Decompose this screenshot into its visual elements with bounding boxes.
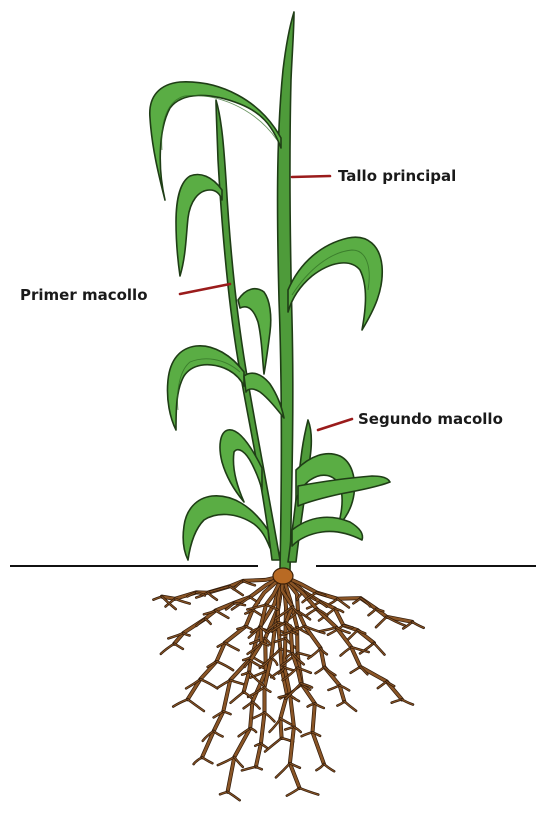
first-tiller bbox=[167, 100, 284, 560]
second-tiller bbox=[288, 420, 390, 562]
first-tiller-leader bbox=[180, 284, 230, 294]
second-tiller-leader bbox=[318, 419, 352, 430]
first-tiller-label: Primer macollo bbox=[20, 286, 148, 304]
second-tiller-label: Segundo macollo bbox=[358, 410, 503, 428]
root-crown bbox=[273, 568, 293, 584]
main-stem-label: Tallo principal bbox=[338, 167, 456, 185]
root-system bbox=[153, 576, 423, 800]
main-stem-leader bbox=[292, 176, 330, 177]
